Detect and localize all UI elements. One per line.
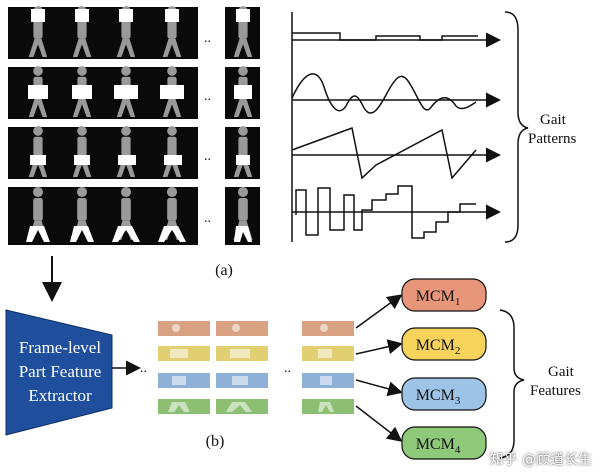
mcm3-base: MCM bbox=[416, 387, 455, 404]
parts-ellipsis-left: .. bbox=[140, 361, 147, 376]
part-to-mcm-arrows bbox=[355, 294, 403, 442]
mcm4-base: MCM bbox=[416, 436, 455, 453]
svg-text:MCM3: MCM3 bbox=[416, 387, 461, 407]
mcm1-sub: 1 bbox=[455, 296, 461, 308]
gait-patterns-label-line2: Patterns bbox=[528, 131, 576, 147]
row2-ellipsis: .. bbox=[204, 89, 211, 104]
mcm2-base: MCM bbox=[416, 337, 455, 354]
silhouette-strips bbox=[8, 7, 260, 245]
svg-text:MCM1: MCM1 bbox=[416, 288, 461, 308]
gait-pattern-plots bbox=[291, 12, 501, 242]
mcm4-sub: 4 bbox=[455, 444, 461, 456]
extractor-label-line3: Extractor bbox=[28, 386, 92, 405]
row1-ellipsis: .. bbox=[204, 31, 211, 46]
svg-text:MCM4: MCM4 bbox=[416, 436, 461, 456]
svg-text:MCM2: MCM2 bbox=[416, 337, 461, 357]
mcm-box-3: MCM3 bbox=[401, 377, 487, 411]
extractor-label-line1: Frame-level bbox=[19, 338, 101, 357]
mcm-box-1: MCM1 bbox=[401, 278, 487, 312]
plot3-signal bbox=[291, 126, 477, 180]
silhouette-figures bbox=[26, 6, 253, 242]
plot2-signal bbox=[291, 73, 477, 114]
mcm2-sub: 2 bbox=[455, 345, 461, 357]
gait-features-label-line2: Features bbox=[530, 383, 581, 399]
caption-b: (b) bbox=[206, 433, 225, 450]
frame-level-part-feature-extractor: Frame-level Part Feature Extractor bbox=[5, 309, 113, 436]
mcm3-sub: 3 bbox=[455, 395, 461, 407]
watermark: 知乎 @顾道长生 bbox=[489, 452, 592, 468]
plot1-signal bbox=[292, 32, 478, 41]
extractor-label-line2: Part Feature bbox=[19, 362, 102, 381]
mcm-box-4: MCM4 bbox=[401, 426, 487, 460]
gait-features-brace bbox=[499, 309, 525, 459]
parts-ellipsis-middle: .. bbox=[284, 361, 291, 376]
caption-a: (a) bbox=[215, 262, 233, 279]
gait-features-label-line1: Gait bbox=[548, 364, 575, 380]
gait-patterns-brace bbox=[504, 11, 529, 243]
row3-ellipsis: .. bbox=[204, 149, 211, 164]
gait-patterns-label-line1: Gait bbox=[540, 112, 567, 128]
mcm1-base: MCM bbox=[416, 288, 455, 305]
plot4-signal bbox=[295, 185, 476, 239]
row4-ellipsis: .. bbox=[204, 211, 211, 226]
mcm-box-2: MCM2 bbox=[401, 327, 487, 361]
part-feature-columns bbox=[158, 321, 354, 414]
